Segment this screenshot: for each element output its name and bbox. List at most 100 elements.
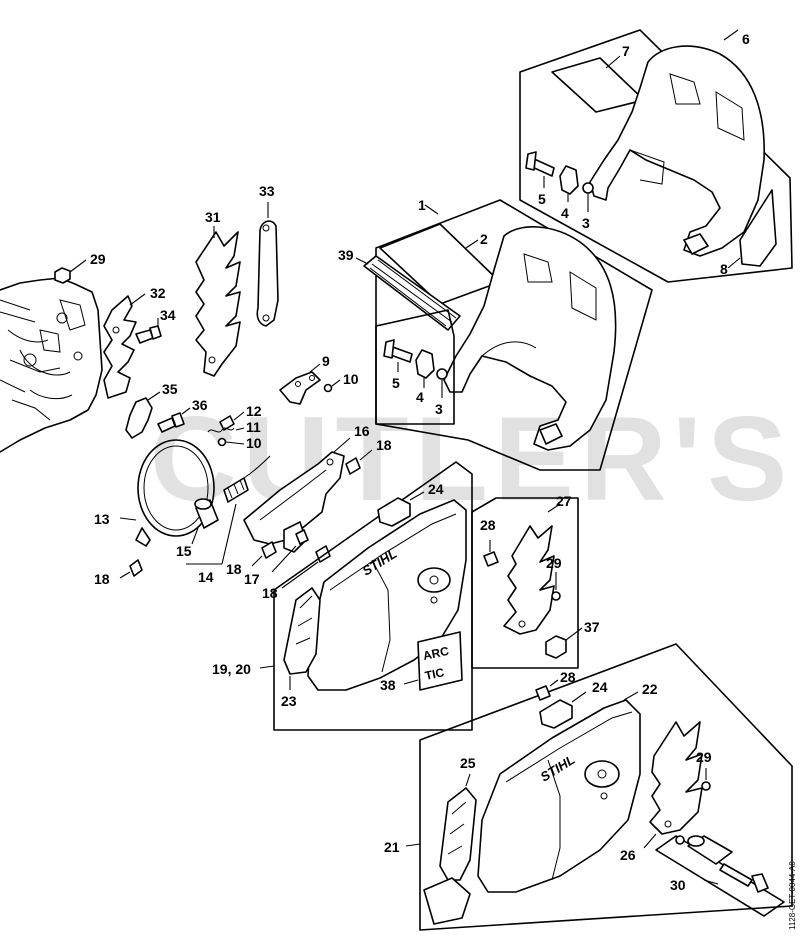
callout-12: 12	[246, 403, 262, 419]
callout-18-plate-left: 18	[226, 561, 242, 577]
callout-36: 36	[192, 397, 208, 413]
powerhead-housing	[0, 277, 103, 453]
part-33-cover-strip	[256, 202, 279, 327]
part-26-spike	[643, 721, 703, 849]
callout-17: 17	[244, 571, 260, 587]
callout-16: 16	[354, 423, 370, 439]
callout-24-center: 24	[428, 481, 444, 497]
part-10-clip-upper	[323, 379, 341, 393]
part-36-screw	[157, 407, 191, 433]
part-18-screw-plate-left	[251, 541, 277, 567]
arctic-label-line1: ARC	[422, 644, 451, 663]
callout-18-band: 18	[94, 571, 110, 587]
callout-29-center: 29	[546, 555, 562, 571]
part-38-arctic-sticker: ARC TIC	[403, 631, 463, 691]
part-4-bushing-upper	[559, 165, 579, 202]
part-17-lever	[271, 529, 309, 573]
callout-3-upper: 3	[582, 215, 590, 231]
callout-25: 25	[460, 755, 476, 771]
part-1-handguard-middle	[443, 226, 617, 451]
callout-4-middle: 4	[416, 389, 424, 405]
callout-10-lower: 10	[246, 435, 262, 451]
callout-23: 23	[281, 693, 297, 709]
callout-7: 7	[622, 43, 630, 59]
callout-31: 31	[205, 209, 221, 225]
part-34-screw	[135, 318, 162, 344]
part-32-spike	[103, 293, 146, 399]
callout-13: 13	[94, 511, 110, 527]
part-3-washer-upper	[582, 182, 594, 212]
callout-35: 35	[162, 381, 178, 397]
part-28-screw-center	[483, 540, 499, 567]
kit-frame-27	[471, 497, 579, 669]
part-8-decal	[727, 189, 777, 269]
callout-28-center: 28	[480, 517, 496, 533]
part-12-pin	[219, 411, 245, 431]
part-14-spring	[186, 455, 271, 565]
callout-5-middle: 5	[392, 375, 400, 391]
part-35-bracket	[125, 391, 161, 439]
callout-4-upper: 4	[561, 205, 569, 221]
callout-34: 34	[160, 307, 176, 323]
callout-28-lower: 28	[560, 669, 576, 685]
part-22-sprocket-cover: STIHL	[477, 699, 641, 893]
kit-frame-1	[375, 199, 653, 471]
part-5-bolt-middle	[383, 339, 413, 372]
arctic-label-line2: TIC	[424, 665, 446, 683]
callout-8: 8	[720, 261, 728, 277]
callout-11: 11	[246, 419, 261, 435]
kit-frame-6	[519, 29, 793, 283]
part-3-washer-middle	[436, 368, 448, 398]
callout-18-plate-upper: 18	[376, 437, 392, 453]
part-30-bushing-kit	[675, 835, 769, 893]
callout-2: 2	[480, 231, 488, 247]
part-4-bushing-middle	[415, 349, 435, 388]
callout-22: 22	[642, 681, 658, 697]
callout-1: 1	[418, 197, 426, 213]
callout-38: 38	[380, 677, 396, 693]
part-10-clip-lower	[217, 437, 245, 447]
callout-15: 15	[176, 543, 192, 559]
part-6-handguard-upper	[589, 45, 765, 257]
callout-5-upper: 5	[538, 191, 546, 207]
part-15-bushing	[191, 498, 219, 545]
part-37-nut	[545, 627, 583, 659]
callout-9: 9	[322, 353, 330, 369]
hardware-frame-middle	[375, 309, 455, 425]
part-28-screw-lower	[535, 679, 559, 701]
part-39-decal	[355, 255, 461, 331]
callout-27: 27	[556, 493, 572, 509]
part-18-screw-band	[119, 559, 143, 579]
part-24-spike-pad-center	[377, 491, 425, 527]
part-13-brake-band	[119, 439, 215, 547]
part-24-spike-pad-lower	[539, 691, 587, 729]
callout-18-plate-lower: 18	[262, 585, 278, 601]
part-9-lever	[279, 363, 321, 405]
part-31-spike	[195, 226, 241, 377]
callout-21: 21	[384, 839, 400, 855]
part-29-nut-center	[551, 572, 561, 601]
part-18-screw-plate-upper	[345, 449, 373, 475]
watermark-text: CUTLER'S	[150, 392, 793, 526]
callout-30: 30	[670, 877, 686, 893]
callout-29-lower: 29	[696, 749, 712, 765]
callout-6: 6	[742, 31, 750, 47]
callout-10-upper: 10	[343, 371, 359, 387]
part-11-spring-small	[207, 427, 245, 433]
part-7-label-decal	[551, 55, 645, 113]
kit-frame-30	[655, 835, 785, 917]
part-29-nut-lower	[701, 768, 711, 791]
callout-26: 26	[620, 847, 636, 863]
kit-frame-21	[419, 643, 793, 931]
part-29-nut-upper	[54, 259, 87, 284]
callout-29-upper: 29	[90, 251, 106, 267]
callout-32: 32	[150, 285, 166, 301]
callout-39: 39	[338, 247, 354, 263]
callout-37: 37	[584, 619, 600, 635]
callout-33: 33	[259, 183, 275, 199]
callout-19-20: 19, 20	[212, 661, 251, 677]
document-id: 1128-GET-0044-A0	[788, 861, 797, 930]
callout-3-middle: 3	[435, 401, 443, 417]
callout-14: 14	[198, 569, 214, 585]
part-5-bolt-upper	[525, 151, 555, 188]
